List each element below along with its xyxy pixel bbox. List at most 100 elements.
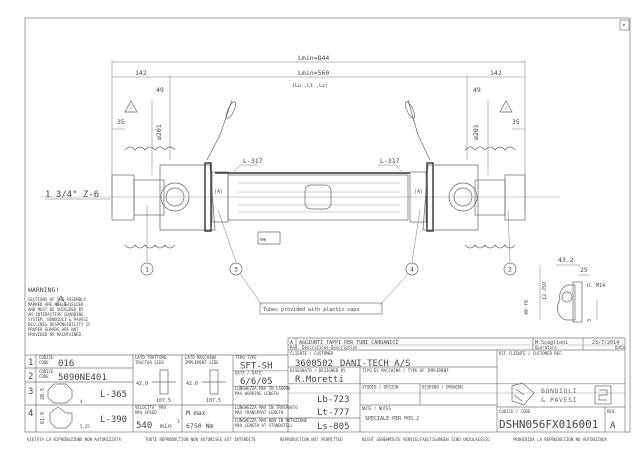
part-1-num: 1 xyxy=(28,358,33,368)
client-code: 3600502 xyxy=(295,359,333,369)
revision-letter: A xyxy=(290,340,293,346)
svg-text:!: ! xyxy=(505,107,508,113)
customer-ref-label: RIF.CLIENTE / CUSTOMER REF. xyxy=(499,351,564,356)
client-label: CLIENTE / CUSTOMER xyxy=(290,351,334,356)
part-3-length: L-365 xyxy=(100,390,127,400)
tractor-symbol-icon xyxy=(257,231,281,245)
part-3-dim-bottom: 4 xyxy=(80,399,83,404)
svg-text:SECTIONS OF THE ASSEMBLY: SECTIONS OF THE ASSEMBLY xyxy=(28,297,86,302)
part-4-length: L-390 xyxy=(100,415,127,425)
marker-a-left: (A) xyxy=(214,189,223,195)
svg-text:!: ! xyxy=(130,107,133,113)
right-yoke-end xyxy=(504,174,526,221)
dim-spline: 1 3/4" Z-6 xyxy=(45,190,99,200)
part-4-dim-bottom: 5.25 xyxy=(80,424,90,429)
date-value: 6/6/05 xyxy=(240,377,273,387)
part-1-label-en: CODE xyxy=(39,360,49,365)
speed-value: 540 xyxy=(136,421,152,431)
length-transport-value: Lt-777 xyxy=(317,408,350,418)
right-guard-bellows xyxy=(464,146,516,151)
logo-line-2: & PAVESI xyxy=(541,396,577,404)
tube-right-length: L-317 xyxy=(380,157,400,165)
dim-left-49: 49 xyxy=(156,86,164,94)
footer-de: NICHT GENEHMIGTE VERVIELFAELTIGUNGEN SIN… xyxy=(362,437,490,442)
detail-dim-js9: 12 JS9 xyxy=(542,282,548,300)
implement-side-label: LATO MACCHINA xyxy=(185,355,217,360)
part-balloons: 1 3 4 2 xyxy=(140,205,517,306)
revision-header: Rev. Descrizione Description xyxy=(290,345,358,350)
svg-text:PROPER GUARDS ARE NOT: PROPER GUARDS ARE NOT xyxy=(28,327,79,332)
revision-author-label: Operatore xyxy=(535,345,557,350)
detail-dim-25: 25 xyxy=(580,266,588,274)
title-block-grid xyxy=(25,337,626,432)
footer-fr: TOUTE REPRODUCTION NON AUTORISEE EST INT… xyxy=(145,437,256,442)
warning-triangle-icon xyxy=(55,295,67,306)
length-standstill-value: Ls-805 xyxy=(317,422,350,432)
profile-3-icon xyxy=(47,383,73,404)
yoke-detail xyxy=(539,264,598,323)
part-2-label-en: CODE xyxy=(39,374,49,379)
dim-left-35: 35 xyxy=(117,118,125,126)
footer-es: PROHIBIDA LA REPRODUCCION NO AUTORIZADA xyxy=(513,437,608,442)
footer-en: REPRODUCTION NOT PERMITTED xyxy=(280,437,343,442)
tractor-side-d1: 42.0 xyxy=(136,381,148,387)
speed-unit-exp: -1 xyxy=(175,419,180,424)
dim-left-diameter: ø201 xyxy=(155,124,163,140)
bondioli-pavesi-logo: BONDIOLI & PAVESI xyxy=(511,382,612,406)
part-2-label: CODICE xyxy=(39,369,54,374)
dim-right-diameter: ø201 xyxy=(472,124,480,140)
torque-value: 6750 Nm xyxy=(186,422,213,430)
tube-type-value: SFT-SH xyxy=(240,362,273,372)
length-transport-label-en: MAX TRANSPORT LENGTH xyxy=(235,410,284,415)
code-value: DSHN056FX016001 xyxy=(499,418,598,431)
pto-shaft: ⚙⊕ xyxy=(40,99,560,249)
speed-label-en: MAX SPEED xyxy=(135,410,157,415)
designer-label: DISEGNATO / DESIGNED BY xyxy=(290,368,346,373)
left-cross-joint xyxy=(160,182,190,212)
implement-side-d2: 107.5 xyxy=(206,398,221,404)
code-label: CODICE / CODE xyxy=(499,409,531,414)
date-label: DATA / DATE xyxy=(235,371,262,376)
part-3-num: 3 xyxy=(28,387,33,397)
implement-side-label-en: IMPLEMENT SIDE xyxy=(185,360,219,365)
balloon-4: 4 xyxy=(410,266,414,274)
rev-value: A xyxy=(610,421,616,431)
logo-line-1: BONDIOLI xyxy=(541,387,577,395)
marker-a-right: (A) xyxy=(414,189,423,195)
right-cross-joint xyxy=(448,182,478,212)
part-4-num: 4 xyxy=(28,409,33,419)
right-safety-chain xyxy=(407,99,431,161)
length-working-value: Lb-723 xyxy=(317,395,350,405)
implement-side-d1: 42.0 xyxy=(186,381,198,387)
tractor-side-d2: 107.5 xyxy=(156,398,171,404)
dim-overall-length: Lmin=844 xyxy=(298,54,329,62)
part-2-code: 5090NE401 xyxy=(58,373,107,383)
rev-label: REV. xyxy=(607,409,617,414)
left-guard-bellows xyxy=(124,146,176,151)
tractor-side-label: LATO TRATTORE xyxy=(135,355,167,360)
length-working-label: LUNGHEZZA MAX IN LAVORO xyxy=(235,386,291,391)
revision-author: M.Scaglioni xyxy=(535,340,568,346)
machine-type-label: TIPO DI MACCHINA / TYPE OF IMPLEMENT xyxy=(362,368,449,373)
tube-profile xyxy=(304,184,332,210)
tube-left-length: L-317 xyxy=(243,157,263,165)
svg-text:DECLINES RESPONSIBILITY IF: DECLINES RESPONSIBILITY IF xyxy=(28,322,91,327)
designer-value: R.Moretti xyxy=(295,375,344,385)
part-4-dim-side: 61.9 xyxy=(40,412,46,424)
part-3-dim-side: 20.5 xyxy=(40,388,46,400)
dim-right-35: 35 xyxy=(512,118,520,126)
length-working-label-en: MAX WORKING LENGTH xyxy=(235,391,279,396)
tube-note-box xyxy=(259,302,383,315)
warning-title: WARNING! xyxy=(28,286,59,294)
footer-notices: VIETATA LA RIPRODUZIONE NON AUTORIZZATA … xyxy=(27,437,608,442)
svg-text:AND MUST BE SHIELDED BY: AND MUST BE SHIELDED BY xyxy=(28,307,84,312)
speed-unit: min xyxy=(160,422,172,430)
client-name: DANI-TECH A/S xyxy=(340,359,410,369)
corner-mark-box xyxy=(619,19,630,31)
notes-label: NOTE / NOTES xyxy=(362,406,391,411)
balloon-3: 3 xyxy=(234,266,238,274)
length-standstill-label-en: MAX LENGTH AT STANDSTILL xyxy=(235,423,293,428)
part-1-code: 016 xyxy=(58,359,74,369)
study-label: STUDIO / DESIGN xyxy=(362,385,399,390)
